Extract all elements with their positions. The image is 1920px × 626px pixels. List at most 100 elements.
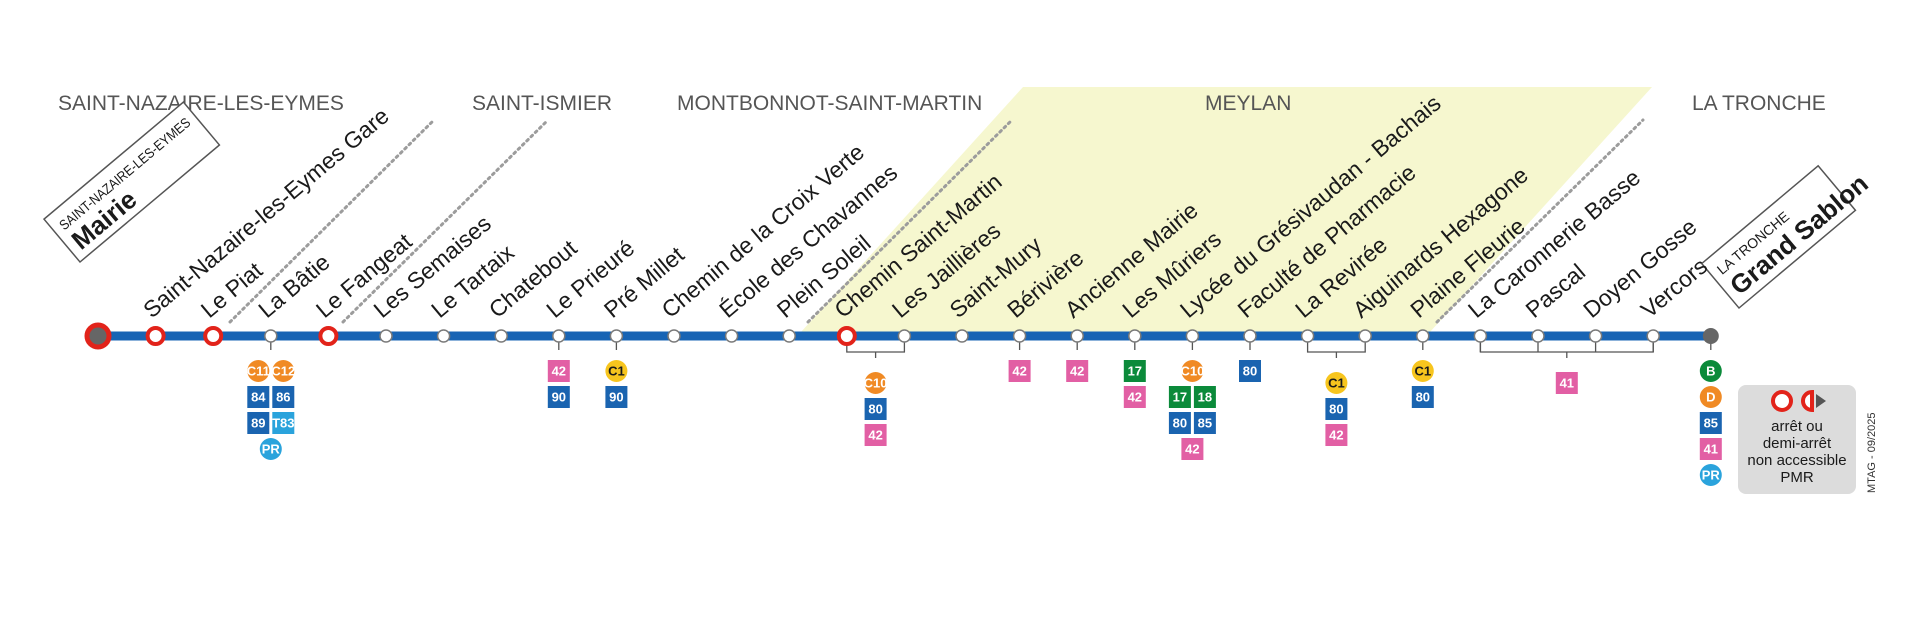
line-badge-label: 42 xyxy=(1128,390,1142,405)
line-badge-18-icon xyxy=(1193,386,1216,408)
line-badge-c1-icon xyxy=(1411,360,1434,382)
stop-marker[interactable] xyxy=(1358,329,1372,343)
stop-marker[interactable] xyxy=(264,329,278,343)
stop-group-bracket xyxy=(1479,342,1654,358)
line-badge-42-icon xyxy=(1325,424,1348,446)
commune-name: MEYLAN xyxy=(1205,92,1291,115)
line-badge-label: 80 xyxy=(1416,390,1430,405)
stop-marker[interactable] xyxy=(1416,329,1430,343)
stop-marker-pmr[interactable] xyxy=(203,326,224,346)
line-badge-84-icon xyxy=(247,386,270,408)
line-badge-pr-icon xyxy=(1699,464,1722,486)
line-badge-label: 85 xyxy=(1704,416,1718,431)
line-badge-42-icon xyxy=(1066,360,1089,382)
line-badge-label: 17 xyxy=(1128,364,1142,379)
line-badge-label: 80 xyxy=(1173,416,1187,431)
stop-marker[interactable] xyxy=(1128,329,1142,343)
stop-marker[interactable] xyxy=(494,329,508,343)
line-badge-42-icon xyxy=(1008,360,1031,382)
line-badge-label: 90 xyxy=(609,390,623,405)
commune-name: SAINT-ISMIER xyxy=(472,92,612,115)
terminus-start[interactable]: SAINT-NAZAIRE-LES-EYMES Mairie xyxy=(42,101,221,264)
stop-marker[interactable] xyxy=(955,329,969,343)
line-badge-85-icon xyxy=(1193,412,1216,434)
line-badge-label: 42 xyxy=(868,428,882,443)
line-badge-90-icon xyxy=(605,386,628,408)
commune-name: MONTBONNOT-SAINT-MARTIN xyxy=(677,92,982,115)
stop-marker-pmr[interactable] xyxy=(836,326,857,346)
stop-marker[interactable] xyxy=(667,329,681,343)
line-badge-89-icon xyxy=(247,412,270,434)
boundary-line xyxy=(341,118,550,324)
terminus-end[interactable]: LA TRONCHE Grand Sablon xyxy=(1700,149,1876,310)
line-badge-label: 42 xyxy=(552,364,566,379)
line-badge-label: PR xyxy=(1702,468,1721,483)
line-badge-label: C12 xyxy=(271,364,295,379)
line-badge-label: 89 xyxy=(251,416,265,431)
line-badge-label: PR xyxy=(262,442,281,457)
stop-marker[interactable] xyxy=(1300,329,1315,343)
line-badge-42-icon xyxy=(864,424,887,446)
line-badge-label: 41 xyxy=(1560,376,1574,391)
legend: arrêt ou demi-arrêt non accessible PMR xyxy=(1738,385,1856,494)
terminus-start-stop[interactable] xyxy=(84,322,112,350)
line-badge-label: 80 xyxy=(1329,402,1343,417)
line-badge-label: 18 xyxy=(1198,390,1212,405)
line-badge-42-icon xyxy=(547,360,570,382)
stop-marker[interactable] xyxy=(897,329,912,343)
stop-marker[interactable] xyxy=(436,329,451,343)
line-badge-label: 90 xyxy=(552,390,566,405)
commune-name: LA TRONCHE xyxy=(1692,92,1826,115)
boundary-line xyxy=(806,118,1014,324)
stop-marker[interactable] xyxy=(1646,329,1660,343)
line-badge-label: 80 xyxy=(868,402,882,417)
line-badge-85-icon xyxy=(1699,412,1722,434)
stop-marker[interactable] xyxy=(782,329,796,343)
stop-marker-pmr[interactable] xyxy=(145,326,166,346)
stop-group-bracket xyxy=(1306,342,1366,358)
half-stop-icon xyxy=(1801,389,1814,413)
line-badge-label: C1 xyxy=(1328,376,1345,391)
commune-boundaries xyxy=(228,118,1645,324)
stop-marker[interactable] xyxy=(1243,329,1257,343)
legend-line: non accessible xyxy=(1747,452,1846,469)
stop-marker[interactable] xyxy=(1070,329,1084,343)
stop-marker[interactable] xyxy=(1185,329,1200,343)
stop-marker[interactable] xyxy=(379,329,393,343)
line-badge-label: C1 xyxy=(608,364,625,379)
stop-marker[interactable] xyxy=(1531,329,1545,343)
credit-text: MTAG - 09/2025 xyxy=(1866,413,1878,494)
line-badge-90-icon xyxy=(547,386,570,408)
stop-marker[interactable] xyxy=(609,329,624,343)
line-badge-80-icon xyxy=(864,398,887,420)
line-badge-42-icon xyxy=(1123,386,1146,408)
line-badge-label: 17 xyxy=(1173,390,1187,405)
connection-brackets xyxy=(270,342,1712,358)
legend-line: arrêt ou xyxy=(1771,418,1823,435)
line-badge-label: 84 xyxy=(251,390,266,405)
line-badge-b-icon xyxy=(1699,360,1722,382)
stop-marker[interactable] xyxy=(724,329,739,343)
line-badge-label: 42 xyxy=(1329,428,1343,443)
stop-marker[interactable] xyxy=(1473,329,1488,343)
terminus-end-stop[interactable] xyxy=(1702,328,1719,344)
line-badge-17-icon xyxy=(1123,360,1146,382)
line-badge-label: C10 xyxy=(1180,364,1204,379)
line-badge-86-icon xyxy=(272,386,295,408)
stop-marker[interactable] xyxy=(1012,329,1027,343)
stop-group-bracket xyxy=(846,342,906,358)
line-badge-label: B xyxy=(1706,364,1715,379)
line-badge-c1-icon xyxy=(605,360,628,382)
line-badge-label: 42 xyxy=(1070,364,1084,379)
line-badge-label: 41 xyxy=(1704,442,1718,457)
stop-marker[interactable] xyxy=(552,329,566,343)
legend-box xyxy=(1738,385,1856,494)
stop-marker[interactable] xyxy=(1588,329,1603,343)
stop-marker-pmr[interactable] xyxy=(318,326,339,346)
boundary-line xyxy=(1435,118,1645,324)
line-badge-label: 42 xyxy=(1185,442,1199,457)
inaccessible-stop-icon xyxy=(1771,390,1793,412)
line-badge-label: C11 xyxy=(247,364,270,379)
